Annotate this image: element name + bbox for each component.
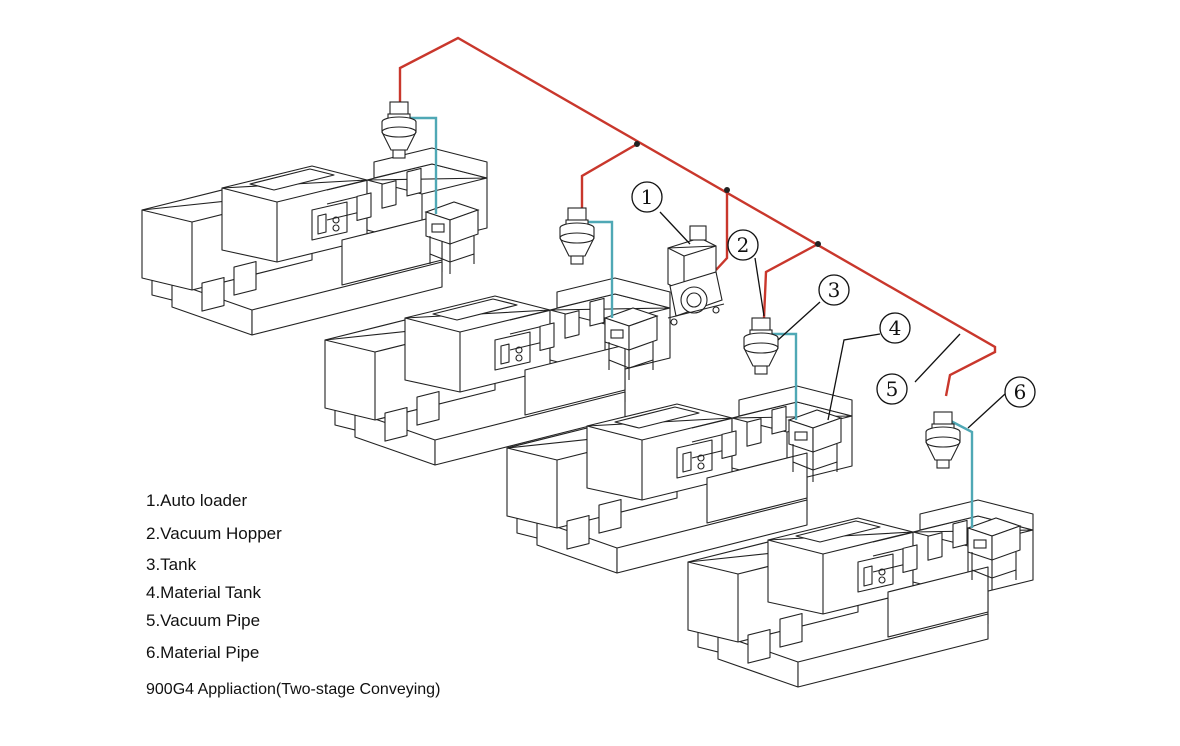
callout-number-6: 6: [1014, 380, 1027, 404]
callout-number-1: 1: [641, 185, 654, 209]
callout-leaders: [659, 211, 1006, 429]
legend-item-vacuum-pipe: 5.Vacuum Pipe: [146, 611, 261, 630]
callout-circle-4: [879, 312, 911, 344]
vacuum-hopper-2: [559, 207, 595, 265]
diagram-caption: 900G4 Appliaction(Two-stage Conveying): [146, 681, 441, 698]
legend-item-auto-loader: 1.Auto loader: [146, 491, 248, 510]
callout-circle-1: [631, 181, 663, 213]
callout-circle-6: [1004, 376, 1036, 408]
auto-loader: [667, 225, 725, 326]
callout-number-5: 5: [886, 377, 899, 401]
callout-circle-2: [727, 229, 759, 261]
callout-number-2: 2: [737, 233, 750, 257]
legend-item-tank: 3.Tank: [146, 555, 197, 574]
material-pipes: [402, 116, 974, 528]
vacuum-hopper-4: [925, 411, 961, 469]
callout-number-3: 3: [828, 278, 841, 302]
vacuum-hopper-1: [381, 101, 417, 159]
callout-number-4: 4: [889, 316, 902, 340]
callout-circle-3: [818, 274, 850, 306]
vacuum-pipes: [398, 36, 997, 397]
vacuum-hopper-3: [743, 317, 779, 375]
pipe-junctions: [634, 141, 821, 247]
legend-item-material-pipe: 6.Material Pipe: [146, 643, 260, 662]
legend-item-material-tank: 4.Material Tank: [146, 583, 261, 602]
legend-item-vacuum-hopper: 2.Vacuum Hopper: [146, 524, 282, 543]
callout-circle-5: [876, 373, 908, 405]
